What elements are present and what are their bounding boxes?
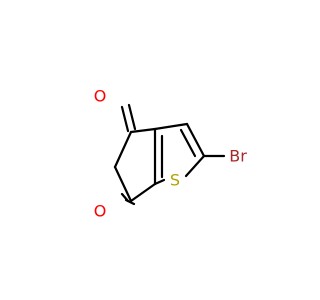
bond-c4-c3a [129,127,157,134]
bond-c3a-c3 [153,122,189,131]
bond-c4-c5 [113,130,133,169]
atom-oxygen-top: O [94,87,107,106]
bond-c4-o-top-a [120,105,130,133]
bond-c2-s [184,154,206,178]
bond-c3-c2-b [179,128,197,158]
bond-c6-o-bottom-b [124,198,136,206]
atom-bromine: Br [229,147,247,166]
molecule-diagram: O O S Br [94,87,247,221]
bond-c6-c6a [129,182,157,203]
bond-s-c6a [153,178,166,186]
atom-oxygen-bottom: O [94,202,107,221]
bond-c3-c2-a [185,122,206,158]
bond-c4-o-top-b [127,103,137,131]
atom-sulfur: S [170,171,180,190]
bond-c5-c6 [113,165,133,203]
